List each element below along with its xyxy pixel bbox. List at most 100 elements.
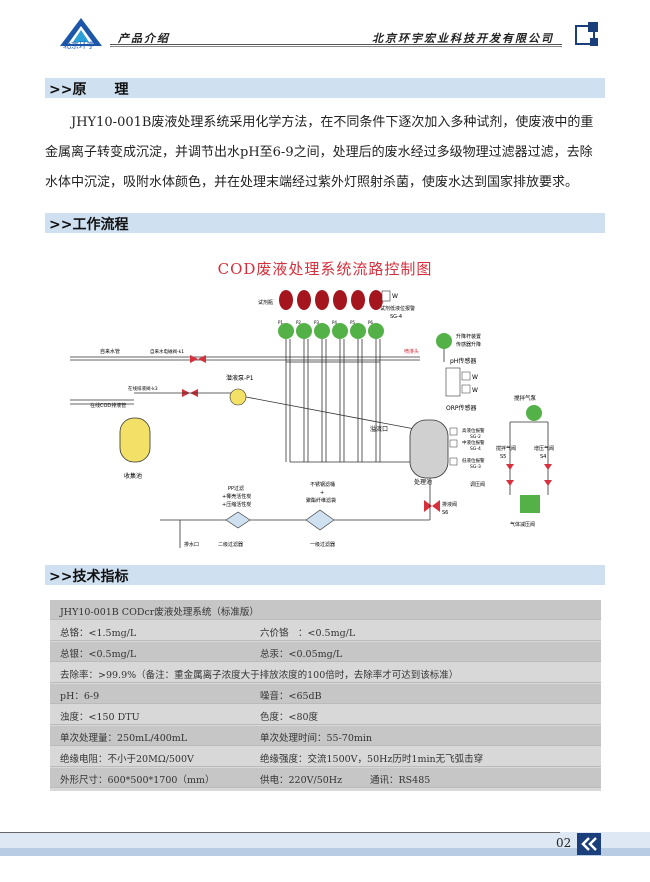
label-boost-valve: 增压气阀: [534, 445, 554, 452]
spec-row: 绝缘电阻：不小于20MΩ/500V 绝缘强度：交流1500V，50Hz历时1mi…: [50, 747, 601, 767]
label-lift-2: 传感器升降: [456, 341, 481, 348]
label-cod-pipe: 在线COD排液管: [90, 402, 126, 409]
label-p2: P2: [296, 320, 301, 325]
label-s5: S5: [500, 454, 506, 460]
spec-cell: 单次处理时间：55-70min: [260, 733, 373, 744]
label-stir-pump: 搅拌气泵: [514, 394, 537, 402]
label-filter1: 一级过滤器: [310, 541, 335, 548]
label-overflow: 溢流口: [370, 425, 388, 433]
section-bar-specs: >>技术指标: [45, 565, 605, 585]
label-cod-valve: 在线排液阀-k3: [128, 385, 158, 392]
label-stir-valve: 搅拌气阀: [496, 445, 516, 452]
label-sg4-top: SG-4: [390, 314, 402, 320]
spec-cell: 单次处理量：250mL/400mL: [60, 733, 188, 744]
submersible-pump: [229, 388, 247, 406]
label-reagent-bottle: 试剂瓶: [258, 299, 273, 306]
label-sg4: SG-4: [470, 446, 481, 452]
spec-cell: pH：6-9: [60, 691, 100, 702]
logo-text: 北京环宇: [63, 41, 95, 50]
spec-row: JHY10-001B CODcr废液处理系统（标准版）: [50, 600, 601, 620]
page-number: 02: [556, 836, 572, 850]
label-reagent-alarm: 试剂低液位报警: [380, 305, 415, 312]
label-p6: P6: [368, 320, 373, 325]
footer-rule: [0, 832, 560, 833]
label-treat: 处理池: [414, 478, 432, 486]
reagent-bottles: [279, 290, 383, 310]
label-low-alarm: 低液位报警: [462, 457, 485, 464]
label-steel-2: +: [320, 490, 324, 496]
label-pump: 潜液泵-P1: [226, 374, 254, 382]
gas-regulator: [520, 495, 540, 513]
spec-cell: 绝缘强度：交流1500V，50Hz历时1min无飞弧击穿: [260, 754, 484, 765]
label-p3: P3: [314, 320, 319, 325]
spec-cell: 去除率：>99.9%（备注：重金属离子浓度大于排放浓度的100倍时，去除率才可达…: [60, 670, 459, 681]
section-title-specs: >>技术指标: [49, 569, 129, 585]
label-pp-1: PP过滤: [228, 485, 244, 492]
spec-cell: 总汞：<0.05mg/L: [260, 649, 343, 660]
diagram-title: COD废液处理系统流路控制图: [217, 260, 433, 278]
label-ph-sensor: pH传感器: [450, 357, 476, 365]
label-collect: 收集池: [124, 472, 142, 480]
label-regulator: 调压阀: [470, 481, 485, 488]
label-pp-2: +椰壳活性炭: [222, 493, 251, 500]
spec-cell: 色度：<80度: [260, 712, 319, 723]
dosing-lines: [285, 339, 420, 463]
label-mid-alarm: 中液位报警: [462, 439, 485, 446]
lift-sensor: [436, 333, 452, 349]
double-chevron-left-icon[interactable]: [577, 833, 601, 855]
spec-cell: 外形尺寸：600*500*1700（mm）: [60, 775, 215, 786]
collection-tank: [119, 417, 151, 463]
label-tap-valve: 自来水电磁阀-k1: [150, 348, 184, 355]
label-sg2: SG-2: [470, 434, 481, 440]
company-logo-icon: [60, 18, 102, 46]
section-title-workflow: >>工作流程: [49, 217, 129, 233]
primary-filter: [305, 509, 335, 531]
header-section-title: 产品介绍: [118, 32, 170, 45]
tap-valve-icon: [190, 355, 198, 363]
dosing-pumps: [278, 323, 384, 339]
label-gas-reg: 气体减压阀: [510, 521, 535, 528]
label-high-alarm: 高液位报警: [462, 427, 485, 434]
spec-cell: 供电：220V/50Hz: [260, 775, 343, 786]
label-p4: P4: [332, 320, 337, 325]
spec-row: 外形尺寸：600*500*1700（mm） 供电：220V/50Hz 通讯：RS…: [50, 768, 601, 788]
spec-cell: 绝缘电阻：不小于20MΩ/500V: [60, 754, 194, 765]
label-sg3: SG-3: [470, 464, 481, 470]
spec-table: JHY10-001B CODcr废液处理系统（标准版） 总铬：<1.5mg/L …: [50, 600, 601, 791]
label-outlet: 排水口: [184, 541, 199, 548]
spec-cell: 六价铬 ：<0.5mg/L: [260, 628, 356, 639]
spec-cell: 噪音：<65dB: [260, 691, 322, 702]
section-bar-workflow: >>工作流程: [45, 213, 605, 233]
label-s4: S4: [540, 454, 546, 460]
header-rule: [110, 44, 562, 45]
spec-row: 总银：<0.5mg/L 总汞：<0.05mg/L: [50, 642, 601, 662]
label-w-2: W: [472, 374, 478, 381]
spec-cell: 总铬：<1.5mg/L: [60, 628, 137, 639]
stir-gas-pump: [526, 405, 542, 421]
page-header: 北京环宇 产品介绍 北京环宇宏业科技开发有限公司: [0, 0, 650, 58]
label-spray: 喷淋头: [404, 348, 419, 355]
w-box-1: [381, 290, 391, 302]
label-tap-water: 自来水管: [100, 348, 120, 355]
label-steel-1: 不锈钢滤桶: [310, 481, 335, 488]
principle-paragraph: JHY10-001B废液处理系统采用化学方法，在不同条件下逐次加入多种试剂，使废…: [45, 115, 594, 190]
label-lift-1: 升降杆装置: [456, 333, 481, 340]
label-w-3: W: [472, 387, 478, 394]
label-steel-3: 聚酯纤维滤袋: [306, 497, 336, 504]
header-rule-2: [110, 46, 562, 47]
spec-row: pH：6-9 噪音：<65dB: [50, 684, 601, 704]
treatment-tank: [409, 419, 449, 479]
spec-row: 去除率：>99.9%（备注：重金属离子浓度大于排放浓度的100倍时，去除率才可达…: [50, 663, 601, 683]
spec-row: 单次处理量：250mL/400mL 单次处理时间：55-70min: [50, 726, 601, 746]
label-pp-3: +压缩活性炭: [222, 501, 251, 508]
spec-cell: 浊度：<150 DTU: [60, 712, 140, 723]
label-p1: P1: [278, 320, 283, 325]
spec-cell: 通讯：RS485: [370, 775, 431, 786]
label-filter2: 二级过滤器: [218, 541, 243, 548]
label-p5: P5: [350, 320, 355, 325]
spec-row: 浊度：<150 DTU 色度：<80度: [50, 705, 601, 725]
spec-cell: JHY10-001B CODcr废液处理系统（标准版）: [60, 607, 259, 618]
secondary-filter: [225, 511, 251, 529]
spec-row: 总铬：<1.5mg/L 六价铬 ：<0.5mg/L: [50, 621, 601, 641]
label-w-1: W: [392, 293, 398, 300]
